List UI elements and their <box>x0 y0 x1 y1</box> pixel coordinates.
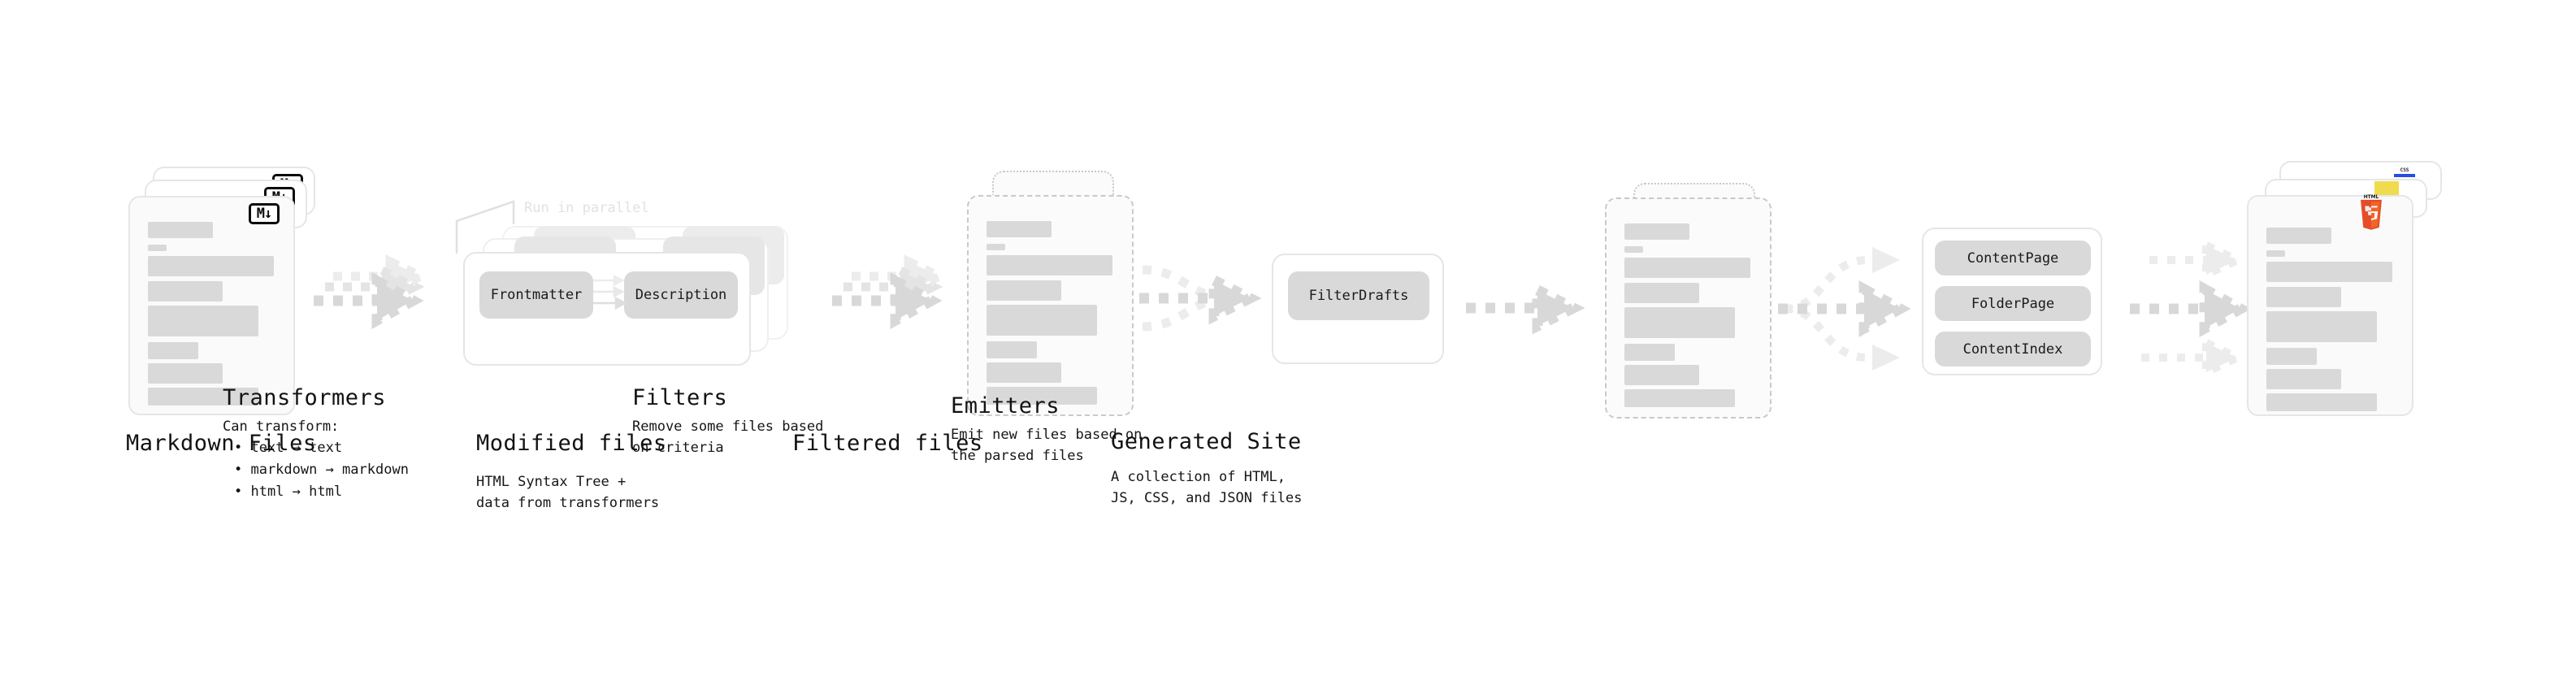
html5-badge: HTML <box>2360 195 2382 230</box>
css-badge: CSS <box>2394 166 2415 177</box>
transformer-node-description[interactable]: Description <box>624 271 738 319</box>
generated-site-title: Generated Site <box>1111 429 1302 454</box>
transformers-bullet-0: • text → text <box>234 440 343 456</box>
run-in-parallel-label: Run in parallel <box>524 200 649 216</box>
doc-bar <box>1624 246 1643 253</box>
emitters-group: ContentPage FolderPage ContentIndex <box>1922 228 2102 375</box>
doc-bar <box>2266 262 2392 282</box>
modified-files-title: Modified files <box>476 431 667 456</box>
doc-bar <box>148 342 198 359</box>
arrow-filters-to-filtered <box>1466 281 1585 335</box>
transformer-node-frontmatter[interactable]: Frontmatter <box>479 271 593 319</box>
doc-bar <box>2266 369 2341 389</box>
doc-bar <box>148 363 223 384</box>
css-badge-rule <box>2394 174 2415 177</box>
arrow-transformers-to-modified <box>832 254 950 329</box>
arrow-filtered-to-emitters <box>1778 247 1911 371</box>
markdown-file-front <box>128 196 295 415</box>
markdown-files-title: Markdown Files <box>126 431 317 456</box>
css-badge-text: CSS <box>2400 167 2409 173</box>
emitters-title: Emitters <box>951 393 1060 419</box>
emitter-node-folderpage[interactable]: FolderPage <box>1935 286 2091 321</box>
doc-bar <box>2266 311 2377 342</box>
doc-bar <box>1624 223 1689 240</box>
modified-file-front <box>967 195 1134 416</box>
doc-bar <box>2266 250 2285 257</box>
emitter-node-contentindex[interactable]: ContentIndex <box>1935 332 2091 367</box>
doc-bar <box>1624 283 1699 303</box>
transformers-subtitle: Can transform: <box>223 419 340 435</box>
doc-bar <box>987 221 1052 237</box>
svg-text:HTML: HTML <box>2364 195 2379 200</box>
doc-bar <box>2266 287 2341 307</box>
emitters-subtitle: Emit new files based on the parsed files <box>951 427 1143 465</box>
filters-title: Filters <box>632 385 728 410</box>
transformer-card-front: Frontmatter Description <box>463 252 751 366</box>
filters-subtitle: Remove some files based on criteria <box>632 419 824 457</box>
transformer-internal-arrows <box>593 274 627 310</box>
generated-file-html <box>2247 195 2413 416</box>
transformers-bullet-2: • html → html <box>234 484 343 500</box>
doc-bar <box>1624 389 1735 407</box>
doc-bar <box>148 306 258 336</box>
arrow-markdown-to-transformers <box>314 254 432 329</box>
doc-bar <box>1624 258 1750 278</box>
modified-files-subtitle: HTML Syntax Tree + data from transformer… <box>476 474 660 512</box>
doc-bar <box>987 305 1097 336</box>
transformers-bullet-1: • markdown → markdown <box>234 462 409 478</box>
doc-bar <box>2266 348 2317 365</box>
run-in-parallel-leader <box>455 200 515 254</box>
filters-group: FilterDrafts <box>1272 254 1444 364</box>
doc-bar <box>987 280 1061 301</box>
emitter-node-contentpage[interactable]: ContentPage <box>1935 241 2091 275</box>
doc-bar <box>2266 228 2331 244</box>
generated-site-subtitle: A collection of HTML, JS, CSS, and JSON … <box>1111 469 1303 507</box>
doc-bar <box>1624 344 1675 361</box>
doc-bar <box>1624 307 1735 338</box>
filtered-file-front <box>1605 197 1772 419</box>
doc-bar <box>148 222 213 238</box>
doc-bar <box>987 362 1061 383</box>
doc-bar <box>987 387 1097 405</box>
doc-bar <box>1624 365 1699 385</box>
doc-bar <box>987 341 1037 358</box>
arrow-modified-to-filters <box>1139 265 1262 332</box>
doc-bar <box>148 256 274 276</box>
doc-bar <box>148 388 258 406</box>
doc-bar <box>987 244 1005 250</box>
doc-bar <box>987 255 1112 275</box>
transformers-title: Transformers <box>223 385 387 410</box>
arrow-emitters-to-site <box>2130 239 2252 379</box>
doc-bar <box>148 245 167 251</box>
filter-node-filterdrafts[interactable]: FilterDrafts <box>1288 271 1429 320</box>
doc-bar <box>2266 393 2377 411</box>
filtered-files-title: Filtered files <box>792 431 983 456</box>
js-badge <box>2374 181 2399 196</box>
doc-bar <box>148 281 223 301</box>
markdown-badge: M↓ <box>249 203 280 224</box>
